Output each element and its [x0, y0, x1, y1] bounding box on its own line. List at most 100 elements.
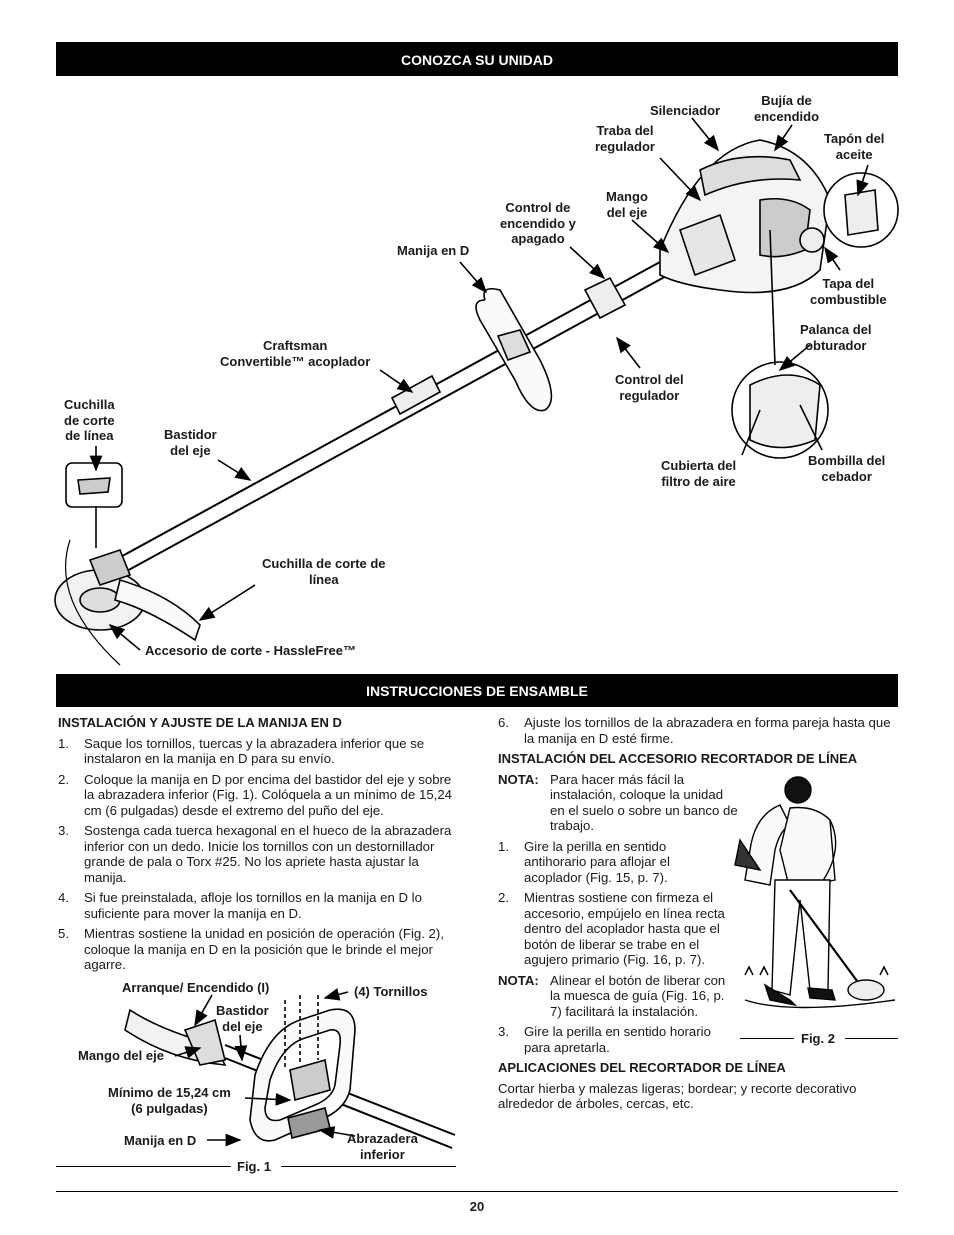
- fig1-label-manija: Manija en D: [124, 1133, 196, 1149]
- right-heading: INSTALACIÓN DEL ACCESORIO RECORTADOR DE …: [498, 751, 858, 766]
- left-heading: INSTALACIÓN Y AJUSTE DE LA MANIJA EN D: [58, 715, 342, 730]
- note-first: Alinear el botón de liberar: [550, 972, 701, 988]
- label-tapon-l1: Tapón del: [824, 131, 885, 146]
- item-text: Gire la perilla en sentido horario para …: [524, 1024, 711, 1055]
- left-column: INSTALACIÓN Y AJUSTE DE LA MANIJA EN D 1…: [58, 715, 456, 978]
- list-item: 1. Saque los tornillos, tuercas y la abra…: [58, 736, 456, 767]
- fig1-caption: Fig. 1: [237, 1159, 271, 1174]
- label-bomb-l2: cebador: [821, 468, 872, 484]
- section2-title: INSTRUCCIONES DE ENSAMBLE: [366, 683, 588, 699]
- fig1-label-arranque: Arranque/ Encendido (I): [122, 980, 269, 996]
- label-silenciador-text: Silenciador: [650, 103, 721, 118]
- item-number: 4.: [58, 890, 69, 905]
- item-number: 1.: [498, 838, 509, 854]
- fig2-rule-right: [845, 1038, 898, 1039]
- note-key: NOTA:: [498, 771, 539, 787]
- label-traba-l2: regulador: [595, 138, 655, 154]
- section-header-conozca: CONOZCA SU UNIDAD: [56, 42, 898, 76]
- page-number: 20: [469, 1199, 485, 1214]
- label-ctrl-l3: apagado: [511, 231, 565, 246]
- item-text: Gire la perilla en sentido antihorario p…: [524, 838, 670, 885]
- label-manija-text: Manija en D: [397, 243, 470, 258]
- label-cuch1-l1: Cuchilla: [64, 397, 115, 412]
- fig1-mango-text: Mango del eje: [78, 1048, 164, 1063]
- label-traba-l1: Traba del: [596, 123, 654, 138]
- footer-rule: [56, 1191, 898, 1192]
- label-manija-d: Manija en D: [397, 243, 469, 259]
- item-text: Mientras sostiene con firmeza el accesor…: [524, 890, 725, 967]
- label-accesorio: Accesorio de corte - HassleFree™: [145, 643, 356, 659]
- header-title: CONOZCA SU UNIDAD: [401, 52, 553, 68]
- item-text: Si fue preinstalada, afloje los tornillo…: [84, 890, 422, 921]
- list-item: 3. Gire la perilla en sentido horario par…: [498, 1024, 728, 1055]
- label-accesorio-text: Accesorio de corte - HassleFree™: [145, 643, 356, 658]
- list-item: 4. Si fue preinstalada, afloje los tornil…: [58, 890, 456, 921]
- fig1-minimo-l1: Mínimo de 15,24 cm: [108, 1085, 231, 1100]
- fig1-manija-text: Manija en D: [124, 1133, 197, 1148]
- item-text: Saque los tornillos, tuercas y la abraza…: [84, 735, 425, 767]
- item-number: 5.: [58, 926, 69, 941]
- section-header-ensamble: INSTRUCCIONES DE ENSAMBLE: [56, 674, 898, 707]
- item-text: Coloque la manija en D por encima del ba…: [84, 771, 452, 818]
- fig1-minimo-l2: (6 pulgadas): [131, 1100, 208, 1116]
- trimmer-diagram: [54, 117, 899, 666]
- label-craftsman-l2: Convertible™ acoplador: [220, 353, 371, 369]
- list-item: 1. Gire la perilla en sentido antihorario…: [498, 839, 710, 886]
- label-bomb-l1: Bombilla del: [808, 453, 886, 468]
- label-bast-l2: del eje: [170, 442, 211, 458]
- fig1-arranque-text: Arranque/ Encendido (I): [122, 980, 270, 995]
- item-number: 2.: [58, 771, 69, 787]
- label-silenciador: Silenciador: [650, 103, 720, 119]
- fig1-abraz-l1: Abrazadera: [347, 1131, 418, 1146]
- fig1-bastidor-l2: del eje: [222, 1018, 263, 1034]
- fig1-rule-left: [56, 1166, 231, 1167]
- fig1-label-tornillos: (4) Tornillos: [354, 984, 427, 1000]
- fig1-rule-right: [281, 1166, 456, 1167]
- label-palanca-l1: Palanca del: [800, 322, 872, 337]
- fig2-caption: Fig. 2: [801, 1031, 835, 1046]
- label-craftsman-l1: Craftsman: [262, 338, 328, 353]
- fig1-label-mango: Mango del eje: [78, 1048, 164, 1064]
- label-palanca-l2: obturador: [805, 337, 867, 353]
- label-cub-l1: Cubierta del: [661, 458, 737, 473]
- item-number: 1.: [58, 735, 69, 751]
- fig1-label-minimo: Mínimo de 15,24 cm(6 pulgadas): [108, 1085, 231, 1116]
- label-cuch1-l3: de línea: [65, 428, 114, 443]
- applications-paragraph: Cortar hierba y malezas ligeras; bordear…: [498, 1080, 857, 1112]
- right-column: 6.Ajuste los tornillos de la abrazadera …: [498, 715, 898, 1112]
- label-cuch1-l2: de corte: [64, 412, 115, 428]
- note-key: NOTA:: [498, 972, 539, 988]
- note-first: Para hacer más fácil la: [550, 771, 685, 787]
- note-rest: instalación, coloque la unidad en el sue…: [550, 787, 738, 833]
- label-mango-l2: del eje: [606, 204, 648, 220]
- list-item: 5. Mientras sostiene la unidad en posició…: [58, 926, 456, 973]
- list-item: 2. Coloque la manija en D por encima del …: [58, 772, 456, 819]
- list-item: 2.Mientras sostiene con firmeza el acces…: [498, 890, 730, 968]
- label-ctrl-l2: encendido y: [500, 215, 576, 231]
- item-text: Ajuste los tornillos de la abrazadera en…: [524, 715, 891, 746]
- fig1-abraz-l2: inferior: [360, 1146, 405, 1162]
- right-heading-2: APLICACIONES DEL RECORTADOR DE LÍNEA: [498, 1060, 786, 1075]
- item-number: 3.: [498, 1024, 509, 1039]
- label-tapa-l1: Tapa del: [822, 276, 875, 291]
- label-bast-l1: Bastidor: [164, 427, 217, 442]
- item-text: Mientras sostiene la unidad en posición …: [84, 926, 444, 972]
- fig1-tornillos-text: (4) Tornillos: [354, 984, 428, 999]
- label-ctrl-l1: Control de: [505, 200, 571, 215]
- label-cub-l2: filtro de aire: [661, 473, 736, 489]
- label-bujia-l1: Bujía de: [761, 93, 812, 108]
